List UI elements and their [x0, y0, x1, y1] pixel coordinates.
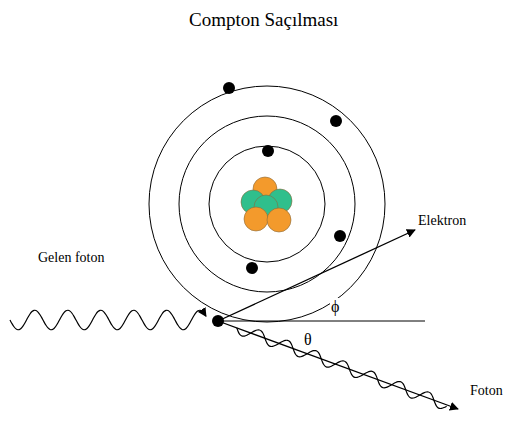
atom-shells	[149, 86, 385, 322]
proton	[267, 208, 291, 232]
inner-shell	[209, 146, 325, 262]
target-electron	[212, 315, 224, 327]
photon-label: Foton	[470, 383, 503, 399]
nucleus	[241, 177, 292, 232]
electrons	[223, 82, 346, 274]
proton	[244, 207, 268, 231]
electron-track	[218, 230, 415, 321]
electron-dot	[334, 230, 346, 242]
diagram-title: Compton Saçılması	[189, 9, 338, 31]
electron-dot	[330, 115, 342, 127]
electron-dot	[262, 145, 274, 157]
photon-label: Gelen foton	[38, 250, 104, 266]
incoming-wave	[10, 310, 206, 330]
electron-dot	[223, 82, 235, 94]
electron-label: Elektron	[418, 213, 466, 229]
angle-symbol: ϕ	[330, 298, 340, 316]
angle-symbol: θ	[303, 331, 313, 349]
electron-dot	[246, 262, 258, 274]
middle-shell	[179, 116, 355, 292]
scattered-wave	[237, 328, 447, 409]
reference-line	[218, 321, 425, 322]
outer-shell	[149, 86, 385, 322]
photon-track	[218, 321, 458, 409]
